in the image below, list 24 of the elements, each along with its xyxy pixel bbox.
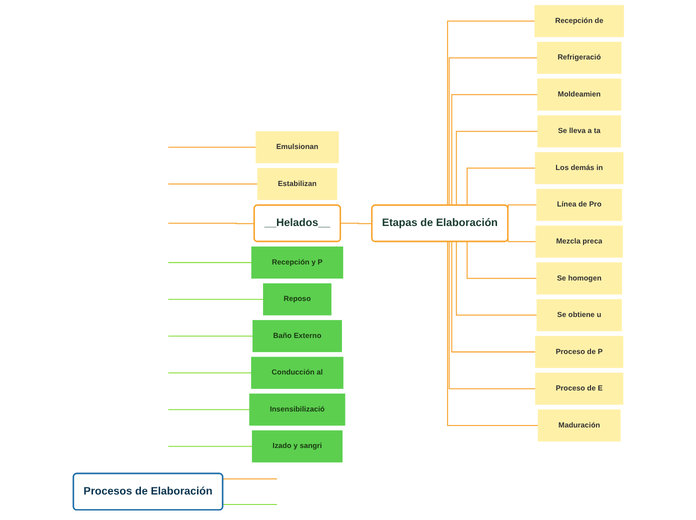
connector <box>455 130 538 206</box>
connector <box>450 242 535 352</box>
connector <box>466 242 536 279</box>
connector <box>507 238 536 242</box>
connector <box>222 478 276 482</box>
connector <box>340 222 372 224</box>
connector <box>167 146 256 148</box>
connector <box>167 222 254 224</box>
connector <box>167 372 251 374</box>
connector <box>450 94 538 206</box>
connector <box>446 242 538 426</box>
connector <box>448 242 535 390</box>
connector <box>446 20 534 206</box>
connector <box>448 57 537 206</box>
connector <box>507 204 536 208</box>
connector <box>167 336 252 337</box>
connector <box>466 168 535 206</box>
connector <box>167 262 252 264</box>
connector <box>167 298 263 300</box>
connector <box>455 242 536 316</box>
connector <box>222 502 276 505</box>
connector <box>167 183 258 184</box>
connector <box>167 446 252 447</box>
connector <box>167 409 250 410</box>
